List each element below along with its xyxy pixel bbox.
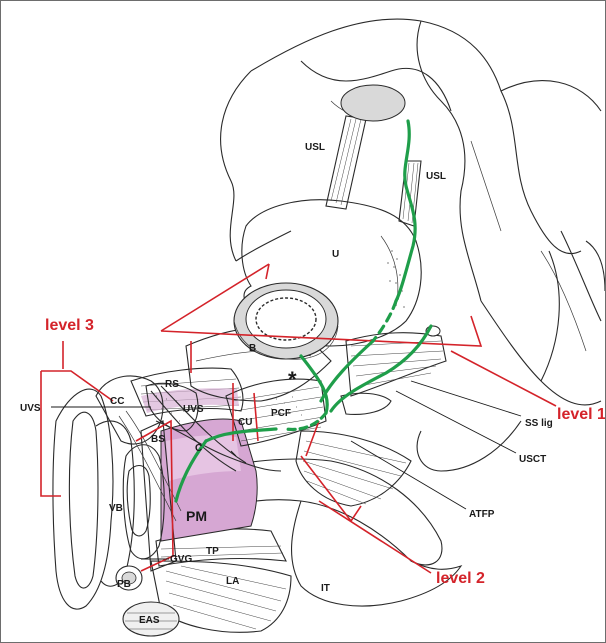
level-2-label: level 2 bbox=[436, 570, 485, 587]
perineal-membrane bbox=[161, 419, 257, 541]
label-gvg: GVG bbox=[170, 554, 192, 565]
label-rs: RS bbox=[165, 379, 179, 390]
label-c: C bbox=[195, 443, 202, 454]
label-pb: PB bbox=[117, 579, 131, 590]
label-tp: TP bbox=[206, 546, 219, 557]
label-eas: EAS bbox=[139, 615, 160, 626]
level-1-label: level 1 bbox=[557, 406, 605, 423]
level-1-plane bbox=[161, 264, 556, 406]
posterior-fibers bbox=[341, 326, 446, 414]
level-3-label: level 3 bbox=[45, 317, 94, 334]
label-pcf: PCF bbox=[271, 408, 291, 419]
label-atfp: ATFP bbox=[469, 509, 495, 520]
asterisk-marker: * bbox=[288, 367, 297, 392]
label-cc: CC bbox=[110, 396, 124, 407]
label-la: LA bbox=[226, 576, 239, 587]
label-b: B bbox=[249, 343, 256, 354]
label-ss-lig: SS lig bbox=[525, 418, 553, 429]
label-usct: USCT bbox=[519, 454, 546, 465]
label-cu: CU bbox=[238, 417, 252, 428]
label-bs: BS bbox=[151, 434, 165, 445]
label-vb: VB bbox=[109, 503, 123, 514]
label-it: IT bbox=[321, 583, 330, 594]
label-uvs-inner: UVS bbox=[183, 404, 204, 415]
label-uterus: U bbox=[332, 249, 339, 260]
label-pm: PM bbox=[186, 508, 207, 524]
label-uvs-left: UVS bbox=[20, 403, 41, 414]
label-usl-left: USL bbox=[305, 142, 325, 153]
label-usl-right: USL bbox=[426, 171, 446, 182]
